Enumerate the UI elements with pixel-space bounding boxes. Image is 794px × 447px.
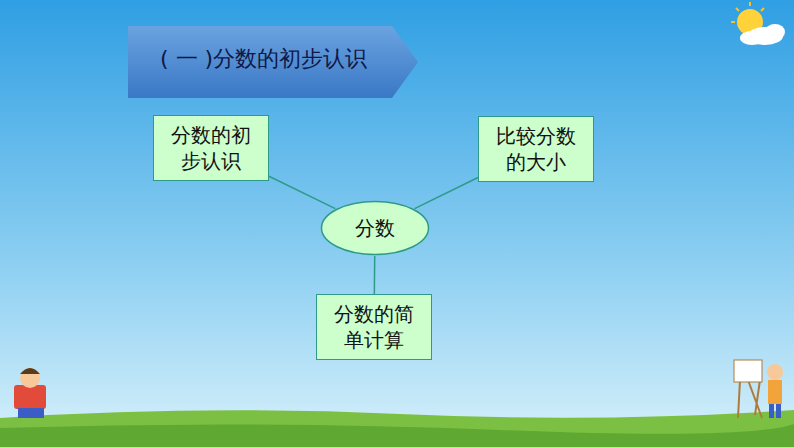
reading-child [14,368,46,418]
connector-line [415,177,478,208]
painting-child [734,360,783,418]
title: ( 一 )分数的初步认识 [160,44,367,74]
title-banner [128,26,418,98]
topic-box: 比较分数 的大小 [478,116,594,182]
center-ellipse: 分数 [320,200,430,256]
connector-line [269,176,335,208]
sun-cloud [731,2,785,45]
grass-front [0,424,794,447]
topic-box: 分数的简 单计算 [316,294,432,360]
topic-box: 分数的初 步认识 [153,115,269,181]
connector-line [374,256,376,294]
grass [0,410,794,447]
node-text: 比较分数 的大小 [492,123,580,175]
node-text: 分数的初 步认识 [167,122,255,174]
ellipse-shape [322,202,429,255]
node-text: 分数的简 单计算 [330,301,418,353]
node-text: 分数 [345,215,405,241]
